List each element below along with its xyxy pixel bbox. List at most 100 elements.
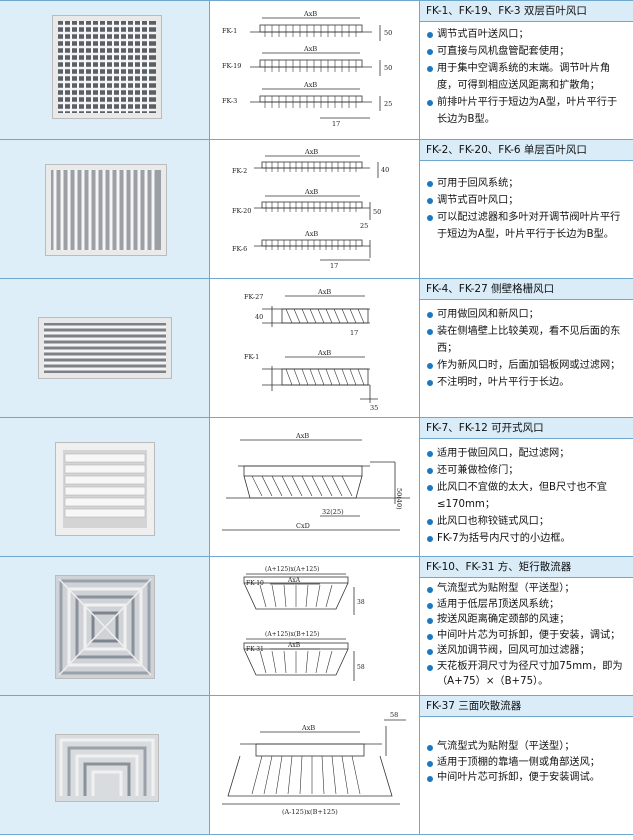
list-item: 可以配过滤器和多叶对开调节阀叶片平行于短边为A型，叶片平行于长边为B型。 xyxy=(426,209,627,243)
table-row: AxB 50(40) 32(25) CxD FK-7、FK-12 可开式风口 适… xyxy=(0,417,633,556)
dim-label: AxB xyxy=(317,349,331,357)
table-row: AxB 58 (A-125)x(B+125) FK-37 三面吹散流器 气流型式… xyxy=(0,695,633,835)
list-item: 还可兼做检修门； xyxy=(426,462,627,479)
list-item: 中间叶片芯为可拆卸，便于安装，调试； xyxy=(426,628,627,644)
list-item: 中间叶片芯可拆卸，便于安装调试。 xyxy=(426,770,627,786)
hinged-grille-photo xyxy=(55,442,155,536)
list-item: 适用于低层吊顶送风系统； xyxy=(426,597,627,613)
feature-list: 适用于做回风口，配过滤网； 还可兼做检修门； 此风口不宜做的太大，但B尺寸也不宜… xyxy=(420,439,633,547)
model-label: FK-19 xyxy=(222,62,241,70)
photo-cell xyxy=(0,557,210,695)
table-row: AxB AxB AxB 40 50 25 17 FK-2 FK-20 FK-6 … xyxy=(0,139,633,278)
model-label: FK-31 xyxy=(246,646,264,653)
product-title: FK-4、FK-27 侧壁格栅风口 xyxy=(420,279,633,300)
description-cell: FK-7、FK-12 可开式风口 适用于做回风口，配过滤网； 还可兼做检修门； … xyxy=(420,418,633,556)
dim-label: AxB xyxy=(304,148,318,156)
model-label: FK-2 xyxy=(232,167,247,175)
dim-label: 25 xyxy=(360,222,368,230)
drawing-cell: AxB 58 (A-125)x(B+125) xyxy=(210,696,420,834)
dim-label: 35 xyxy=(370,404,378,412)
list-item: 可直接与风机盘管配套使用； xyxy=(426,43,627,60)
list-item: 调节式百叶风口； xyxy=(426,192,627,209)
feature-list: 调节式百叶送风口； 可直接与风机盘管配套使用； 用于集中空调系统的末端。调节叶片… xyxy=(420,22,633,128)
technical-drawing: (A+125)x(A+125) AxA (A+125)x(B+125) AxB … xyxy=(243,566,365,681)
double-louver-grille-photo xyxy=(52,15,162,119)
product-title: FK-2、FK-20、FK-6 单层百叶风口 xyxy=(420,140,633,161)
feature-list: 气流型式为贴附型（平送型）； 适用于低层吊顶送风系统； 按送风距离确定颈部的风速… xyxy=(420,578,633,690)
list-item: 调节式百叶送风口； xyxy=(426,26,627,43)
list-item: 按送风距离确定颈部的风速； xyxy=(426,612,627,628)
photo-cell xyxy=(0,418,210,556)
product-title: FK-37 三面吹散流器 xyxy=(420,696,633,717)
dim-label: AxB xyxy=(287,642,301,649)
dim-label: 17 xyxy=(332,120,340,128)
list-item: 装在侧墙壁上比较美观，看不见后面的东西； xyxy=(426,323,627,357)
photo-cell xyxy=(0,279,210,417)
list-item: 可用于回风系统； xyxy=(426,175,627,192)
model-label: FK-1 xyxy=(244,353,259,361)
dim-label: 50(40) xyxy=(395,488,403,510)
model-label: FK-20 xyxy=(232,207,251,215)
description-cell: FK-4、FK-27 侧壁格栅风口 可用做回风和新风口； 装在侧墙壁上比较美观，… xyxy=(420,279,633,417)
list-item: 适用于顶棚的靠墙一侧或角部送风； xyxy=(426,755,627,771)
technical-drawing: AxB AxB 40 17 35 FK-27 FK-1 xyxy=(244,288,378,412)
technical-drawing: AxB AxB AxB 40 50 25 17 FK-2 FK-20 FK-6 xyxy=(232,148,389,270)
dim-label: AxB xyxy=(317,288,331,296)
list-item: 此风口也称铰链式风口； xyxy=(426,513,627,530)
technical-drawing: AxB 50(40) 32(25) CxD xyxy=(222,432,410,531)
description-cell: FK-1、FK-19、FK-3 双层百叶风口 调节式百叶送风口； 可直接与风机盘… xyxy=(420,1,633,139)
product-title: FK-10、FK-31 方、矩行散流器 xyxy=(420,557,633,578)
dim-label: (A+125)x(A+125) xyxy=(265,566,319,573)
dim-label: 50 xyxy=(384,29,392,37)
drawing-cell: AxB 50(40) 32(25) CxD xyxy=(210,418,420,556)
description-cell: FK-37 三面吹散流器 气流型式为贴附型（平送型）； 适用于顶棚的靠墙一侧或角… xyxy=(420,696,633,834)
dim-label: 17 xyxy=(350,329,358,337)
list-item: 气流型式为贴附型（平送型）； xyxy=(426,739,627,755)
three-way-diffuser-photo xyxy=(55,734,159,802)
dim-label: AxB xyxy=(295,432,309,440)
dim-label: 40 xyxy=(255,313,263,321)
model-label: FK-3 xyxy=(222,97,237,105)
dim-label: 25 xyxy=(384,100,392,108)
dim-label: 32(25) xyxy=(322,508,344,516)
photo-cell xyxy=(0,140,210,278)
single-louver-grille-photo xyxy=(45,164,167,256)
dim-label: AxB xyxy=(304,230,318,238)
product-title: FK-7、FK-12 可开式风口 xyxy=(420,418,633,439)
list-item: 可用做回风和新风口； xyxy=(426,306,627,323)
dim-label: AxB xyxy=(303,45,317,53)
dim-label: (A+125)x(B+125) xyxy=(265,631,319,638)
model-label: FK-10 xyxy=(246,580,264,587)
dim-label: 50 xyxy=(373,208,381,216)
drawing-cell: AxB AxB 40 17 35 FK-27 FK-1 xyxy=(210,279,420,417)
list-item: 适用于做回风口，配过滤网； xyxy=(426,445,627,462)
dim-label: AxB xyxy=(304,188,318,196)
dim-label: 40 xyxy=(381,166,389,174)
photo-cell xyxy=(0,696,210,834)
description-cell: FK-10、FK-31 方、矩行散流器 气流型式为贴附型（平送型）； 适用于低层… xyxy=(420,557,633,695)
model-label: FK-6 xyxy=(232,245,247,253)
dim-label: AxB xyxy=(301,724,315,732)
photo-cell xyxy=(0,1,210,139)
model-label: FK-27 xyxy=(244,293,263,301)
dim-label: CxD xyxy=(296,522,310,530)
feature-list: 气流型式为贴附型（平送型）； 适用于顶棚的靠墙一侧或角部送风； 中间叶片芯可拆卸… xyxy=(420,717,633,786)
description-cell: FK-2、FK-20、FK-6 单层百叶风口 可用于回风系统； 调节式百叶风口；… xyxy=(420,140,633,278)
dim-label: 50 xyxy=(384,64,392,72)
list-item: 用于集中空调系统的末端。调节叶片角度，可得到相应送风距离和扩散角； xyxy=(426,60,627,94)
drawing-cell: AxB AxB AxB 50 50 25 17 FK-1 FK-19 FK-3 xyxy=(210,1,420,139)
side-wall-grille-photo xyxy=(38,317,172,379)
product-title: FK-1、FK-19、FK-3 双层百叶风口 xyxy=(420,1,633,22)
feature-list: 可用于回风系统； 调节式百叶风口； 可以配过滤器和多叶对开调节阀叶片平行于短边为… xyxy=(420,161,633,243)
drawing-cell: (A+125)x(A+125) AxA (A+125)x(B+125) AxB … xyxy=(210,557,420,695)
model-label: FK-1 xyxy=(222,27,237,35)
list-item: 天花板开洞尺寸为径尺寸加75mm，即为（A+75）×（B+75）。 xyxy=(426,659,627,690)
dim-label: (A-125)x(B+125) xyxy=(282,808,338,816)
table-row: (A+125)x(A+125) AxA (A+125)x(B+125) AxB … xyxy=(0,556,633,695)
list-item: FK-7为括号内尺寸的小边框。 xyxy=(426,530,627,547)
drawing-cell: AxB AxB AxB 40 50 25 17 FK-2 FK-20 FK-6 xyxy=(210,140,420,278)
list-item: 此风口不宜做的太大，但B尺寸也不宜≤170mm； xyxy=(426,479,627,513)
dim-label: 58 xyxy=(357,664,365,671)
dim-label: 58 xyxy=(390,711,398,719)
table-row: AxB AxB 40 17 35 FK-27 FK-1 FK-4、FK-27 侧… xyxy=(0,278,633,417)
